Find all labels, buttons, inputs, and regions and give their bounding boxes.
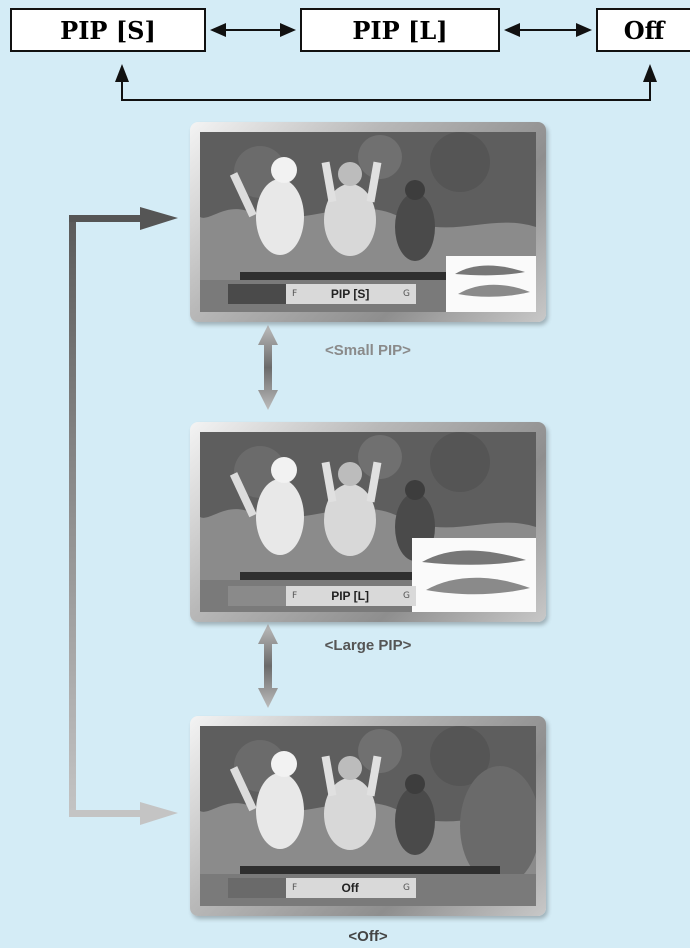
scene-image bbox=[200, 432, 536, 612]
arrow-off-to-s bbox=[115, 64, 657, 101]
tv-screen: F PIP [S] G bbox=[200, 132, 536, 312]
double-arrow-2-3 bbox=[258, 624, 278, 708]
tv-screen: F Off G bbox=[200, 726, 536, 906]
caption-small-pip: <Small PIP> bbox=[325, 342, 411, 359]
caption-large-pip: <Large PIP> bbox=[324, 637, 412, 654]
tv-large-pip: F PIP [L] G bbox=[190, 422, 546, 622]
osd-bar: F Off G bbox=[228, 878, 416, 898]
osd-right-key: G bbox=[403, 591, 410, 601]
caption-off: <Off> bbox=[348, 928, 388, 945]
osd-label: PIP [L] bbox=[331, 589, 369, 603]
osd-left-key: F bbox=[292, 289, 298, 299]
mode-box-pip-small: PIP [S] bbox=[10, 8, 206, 52]
osd-label: Off bbox=[341, 881, 359, 895]
mode-box-pip-large: PIP [L] bbox=[300, 8, 500, 52]
scene-image bbox=[200, 132, 536, 312]
tv-screen: F PIP [L] G bbox=[200, 432, 536, 612]
arrow-l-off bbox=[504, 23, 592, 37]
arrow-s-l bbox=[210, 23, 296, 37]
side-loop-arrow bbox=[69, 207, 178, 825]
tv-off: F Off G bbox=[190, 716, 546, 916]
osd-left-key: F bbox=[292, 883, 298, 893]
mode-box-off: Off bbox=[596, 8, 690, 52]
scene-image bbox=[200, 726, 536, 906]
osd-label: PIP [S] bbox=[330, 287, 370, 301]
double-arrow-1-2 bbox=[258, 325, 278, 410]
osd-left-key: F bbox=[292, 591, 298, 601]
osd-right-key: G bbox=[403, 883, 410, 893]
tv-small-pip: F PIP [S] G bbox=[190, 122, 546, 322]
osd-bar: F PIP [L] G bbox=[228, 586, 416, 606]
osd-right-key: G bbox=[403, 289, 410, 299]
osd-bar: F PIP [S] G bbox=[228, 284, 416, 304]
